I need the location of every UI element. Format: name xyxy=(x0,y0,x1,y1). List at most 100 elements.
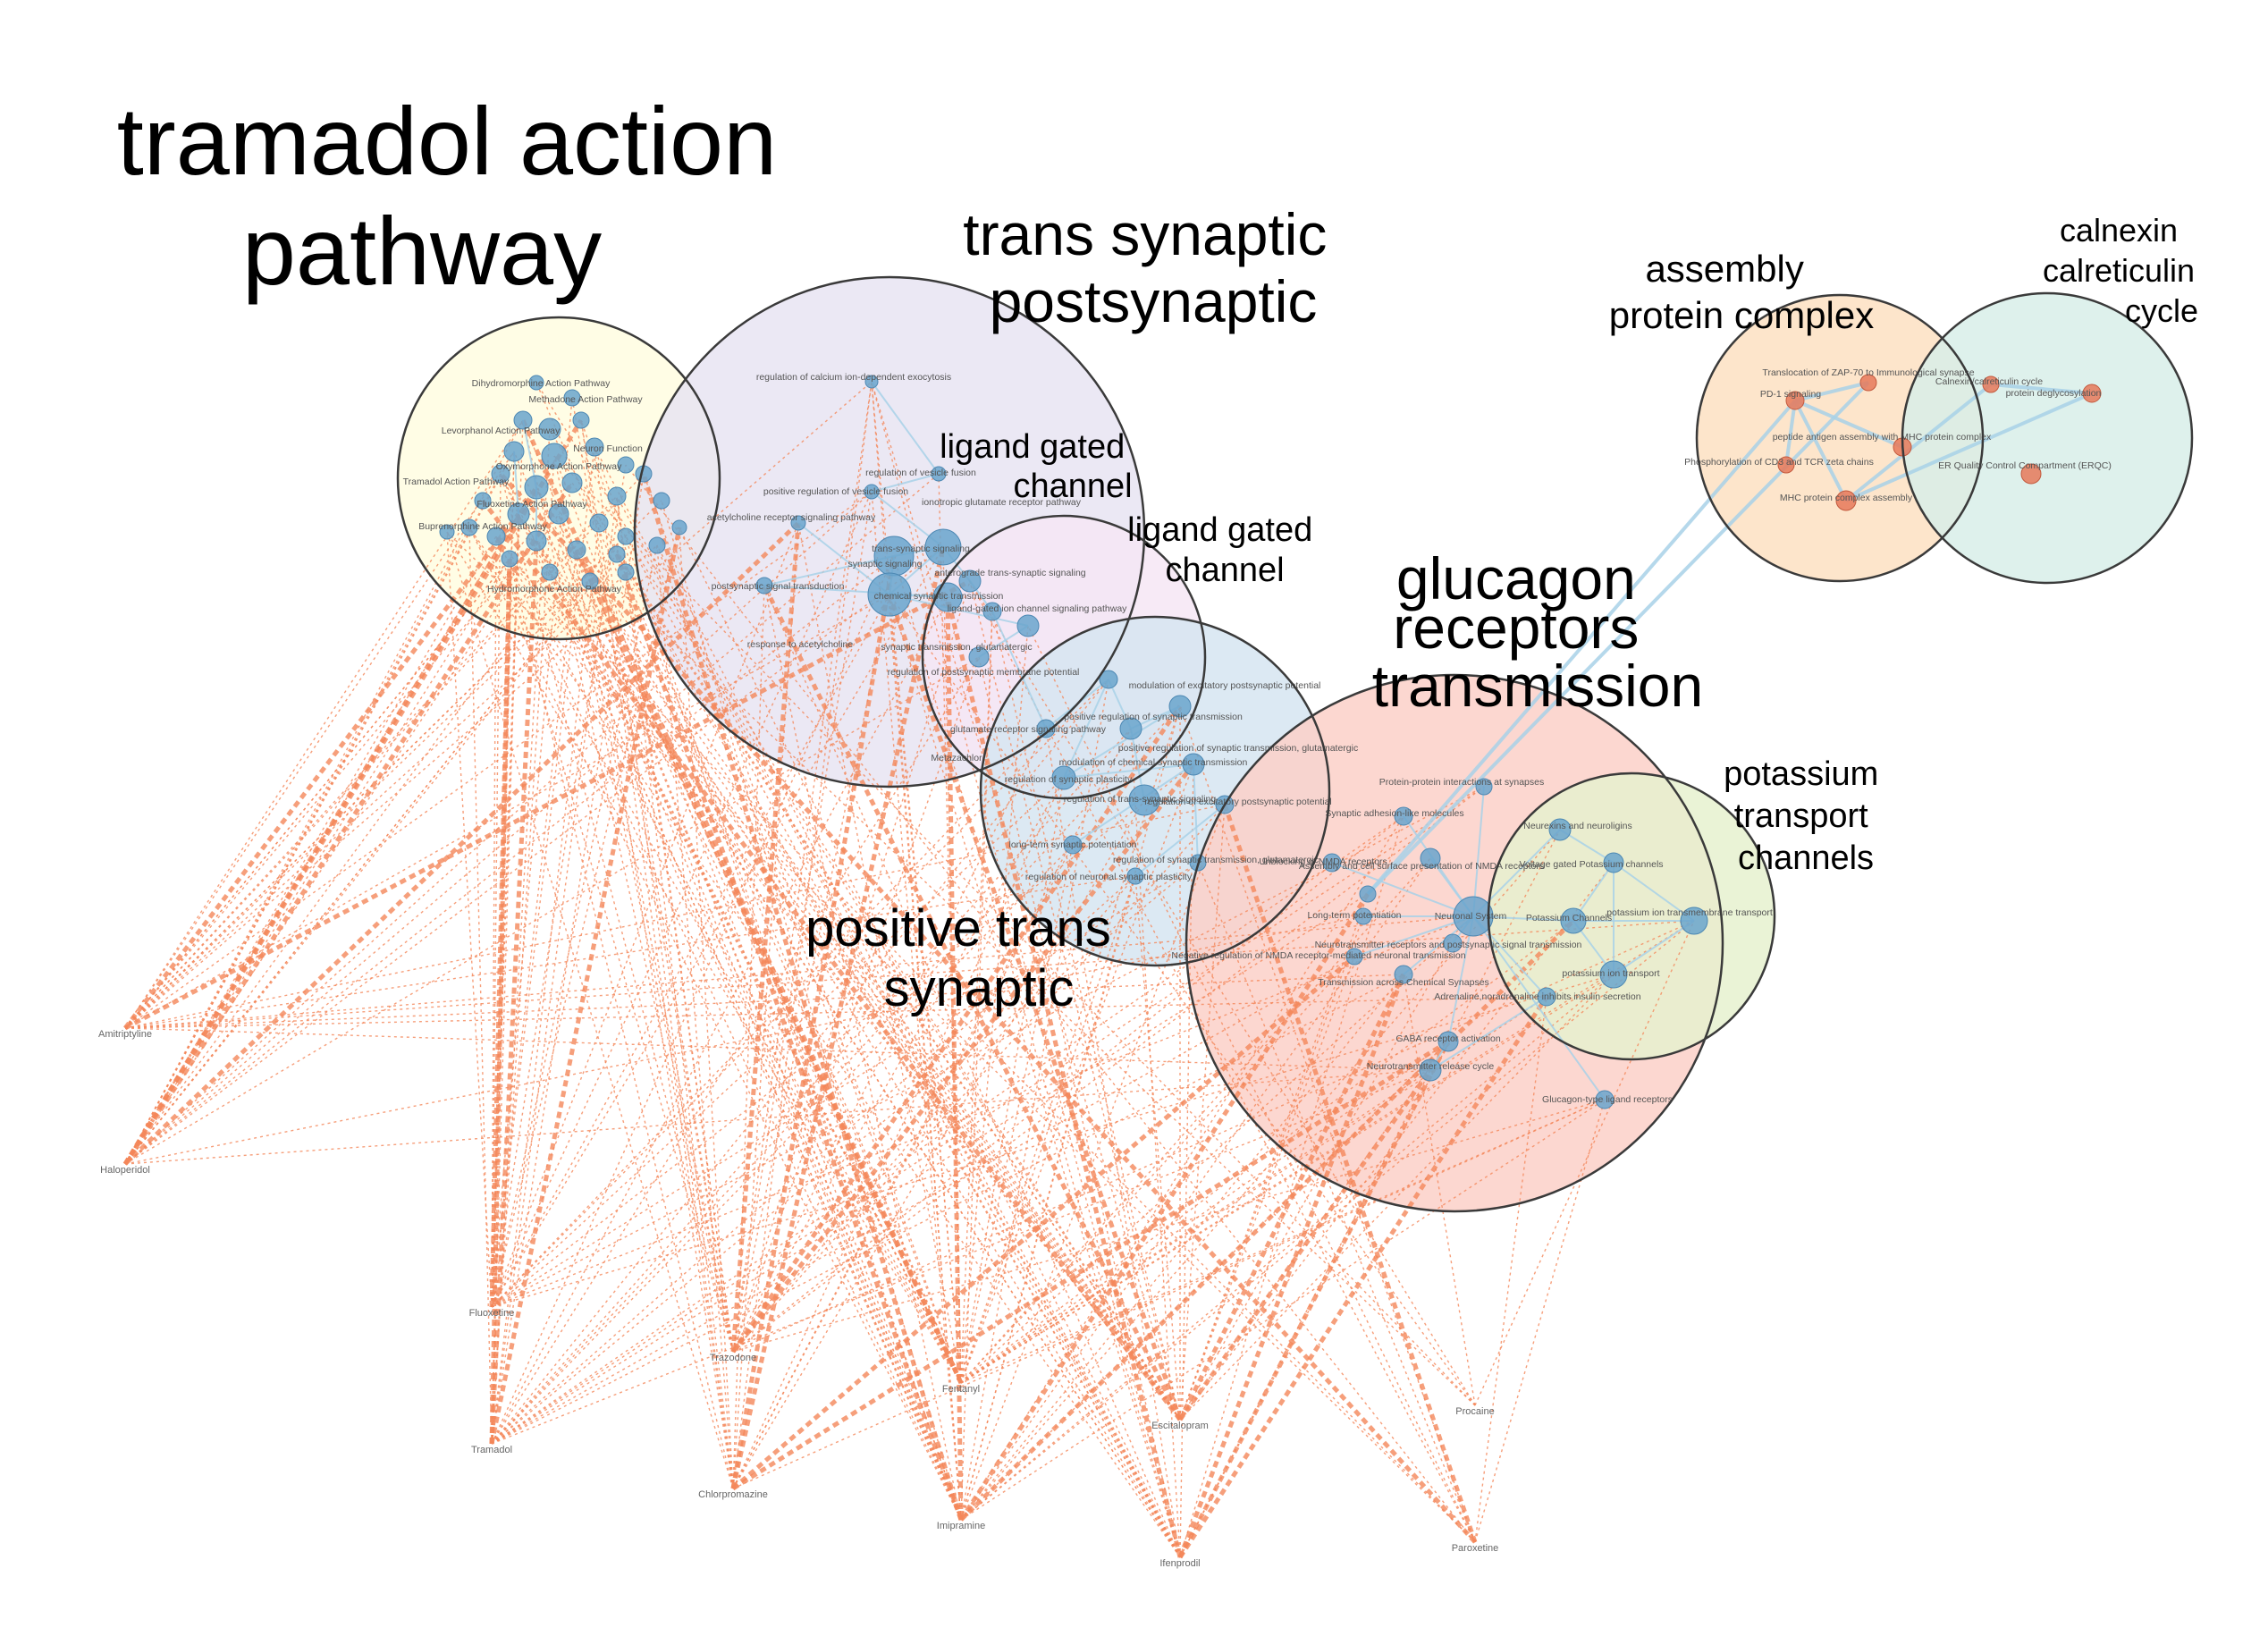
term-node[interactable] xyxy=(1475,778,1493,796)
term-label: regulation of calcium ion-dependent exoc… xyxy=(756,372,951,383)
term-node[interactable] xyxy=(873,535,915,577)
term-node[interactable] xyxy=(790,515,806,531)
drug-edge xyxy=(960,763,1194,1384)
term-node[interactable] xyxy=(501,550,519,568)
drug-edge xyxy=(762,584,1183,1421)
term-node[interactable] xyxy=(589,513,609,533)
term-node[interactable] xyxy=(1099,670,1118,689)
term-node[interactable] xyxy=(1680,907,1708,935)
term-node[interactable] xyxy=(671,519,687,535)
term-node[interactable] xyxy=(1063,835,1083,855)
cluster-title-calnexin: calnexin calreticulin cycle xyxy=(2043,212,2204,329)
term-node[interactable] xyxy=(503,441,525,462)
term-node[interactable] xyxy=(1119,717,1142,740)
term-node[interactable] xyxy=(1182,753,1205,776)
term-node[interactable] xyxy=(1420,848,1441,869)
term-node[interactable] xyxy=(924,528,962,566)
term-node[interactable] xyxy=(958,569,982,593)
term-node[interactable] xyxy=(617,563,635,581)
term-node[interactable] xyxy=(491,464,510,484)
term-node[interactable] xyxy=(1595,1090,1615,1109)
drug-edge xyxy=(491,728,1047,1308)
term-node[interactable] xyxy=(1128,784,1160,816)
term-node[interactable] xyxy=(538,417,561,441)
term-node[interactable] xyxy=(460,519,478,536)
term-node[interactable] xyxy=(1785,391,1805,410)
term-node[interactable] xyxy=(608,545,626,563)
drug-edge xyxy=(1179,763,1194,1558)
term-node[interactable] xyxy=(867,572,912,617)
term-node[interactable] xyxy=(1453,896,1494,937)
term-node[interactable] xyxy=(548,503,569,525)
term-node[interactable] xyxy=(1835,490,1857,511)
term-node[interactable] xyxy=(585,437,604,457)
term-node[interactable] xyxy=(1051,765,1076,790)
drug-edge xyxy=(960,1099,1606,1521)
term-node[interactable] xyxy=(1354,907,1372,925)
drug-label: Ifenprodil xyxy=(1159,1558,1200,1569)
term-node[interactable] xyxy=(931,466,947,482)
term-node[interactable] xyxy=(982,602,1002,621)
term-label: Translocation of ZAP-70 to Immunological… xyxy=(1762,367,1974,378)
term-node[interactable] xyxy=(1126,867,1144,885)
term-node[interactable] xyxy=(507,502,530,526)
term-node[interactable] xyxy=(486,527,506,546)
term-node[interactable] xyxy=(1537,987,1556,1007)
term-label: Oxymorphone Action Pathway xyxy=(496,461,622,472)
drug-edge xyxy=(1130,728,1181,1558)
term-node[interactable] xyxy=(567,540,586,560)
term-node[interactable] xyxy=(1394,806,1413,826)
term-node[interactable] xyxy=(864,484,880,500)
term-node[interactable] xyxy=(653,492,670,510)
term-node[interactable] xyxy=(563,389,581,407)
term-node[interactable] xyxy=(648,536,666,554)
drug-edge xyxy=(124,535,497,1165)
term-node[interactable] xyxy=(1394,965,1413,984)
term-node[interactable] xyxy=(1548,818,1572,841)
term-node[interactable] xyxy=(474,492,492,510)
term-node[interactable] xyxy=(617,456,635,474)
term-label: modulation of chemical synaptic transmis… xyxy=(1059,757,1248,768)
term-node[interactable] xyxy=(864,375,879,389)
term-node[interactable] xyxy=(1322,853,1342,873)
term-node[interactable] xyxy=(1438,1031,1459,1052)
term-node[interactable] xyxy=(755,577,773,595)
term-edge xyxy=(763,585,949,598)
drug-edge xyxy=(491,527,680,1308)
term-node[interactable] xyxy=(1603,852,1624,873)
term-node[interactable] xyxy=(607,486,627,506)
term-node[interactable] xyxy=(1359,885,1377,903)
term-node[interactable] xyxy=(2082,384,2102,403)
term-label: positive regulation of synaptic transmis… xyxy=(1118,743,1358,754)
drug-edge xyxy=(589,580,1181,1421)
term-node[interactable] xyxy=(1560,907,1587,934)
term-node[interactable] xyxy=(1036,719,1056,738)
term-node[interactable] xyxy=(968,646,990,668)
term-node[interactable] xyxy=(617,527,635,545)
term-node[interactable] xyxy=(1345,948,1363,966)
term-node[interactable] xyxy=(581,572,599,590)
term-node[interactable] xyxy=(524,475,549,500)
term-node[interactable] xyxy=(526,530,547,552)
drug-edge xyxy=(495,535,1181,1421)
term-node[interactable] xyxy=(1443,933,1463,953)
term-node[interactable] xyxy=(1168,695,1192,718)
term-node[interactable] xyxy=(513,410,533,430)
term-node[interactable] xyxy=(1982,375,2000,393)
term-label: Long-term potentiation xyxy=(1307,910,1401,921)
term-node[interactable] xyxy=(1419,1058,1442,1082)
term-node[interactable] xyxy=(541,443,568,469)
term-node[interactable] xyxy=(528,375,544,391)
term-node[interactable] xyxy=(1599,960,1628,989)
term-node[interactable] xyxy=(1859,374,1877,392)
term-node[interactable] xyxy=(2020,463,2042,485)
term-label: GABA receptor activation xyxy=(1395,1033,1500,1044)
term-node[interactable] xyxy=(1777,456,1795,474)
term-node[interactable] xyxy=(439,524,455,540)
drug-edge xyxy=(509,558,1476,1543)
cluster-outline-calnexin xyxy=(1901,291,2194,585)
term-node[interactable] xyxy=(572,411,590,429)
term-node[interactable] xyxy=(1016,614,1040,637)
term-node[interactable] xyxy=(541,563,559,581)
term-node[interactable] xyxy=(561,472,583,493)
